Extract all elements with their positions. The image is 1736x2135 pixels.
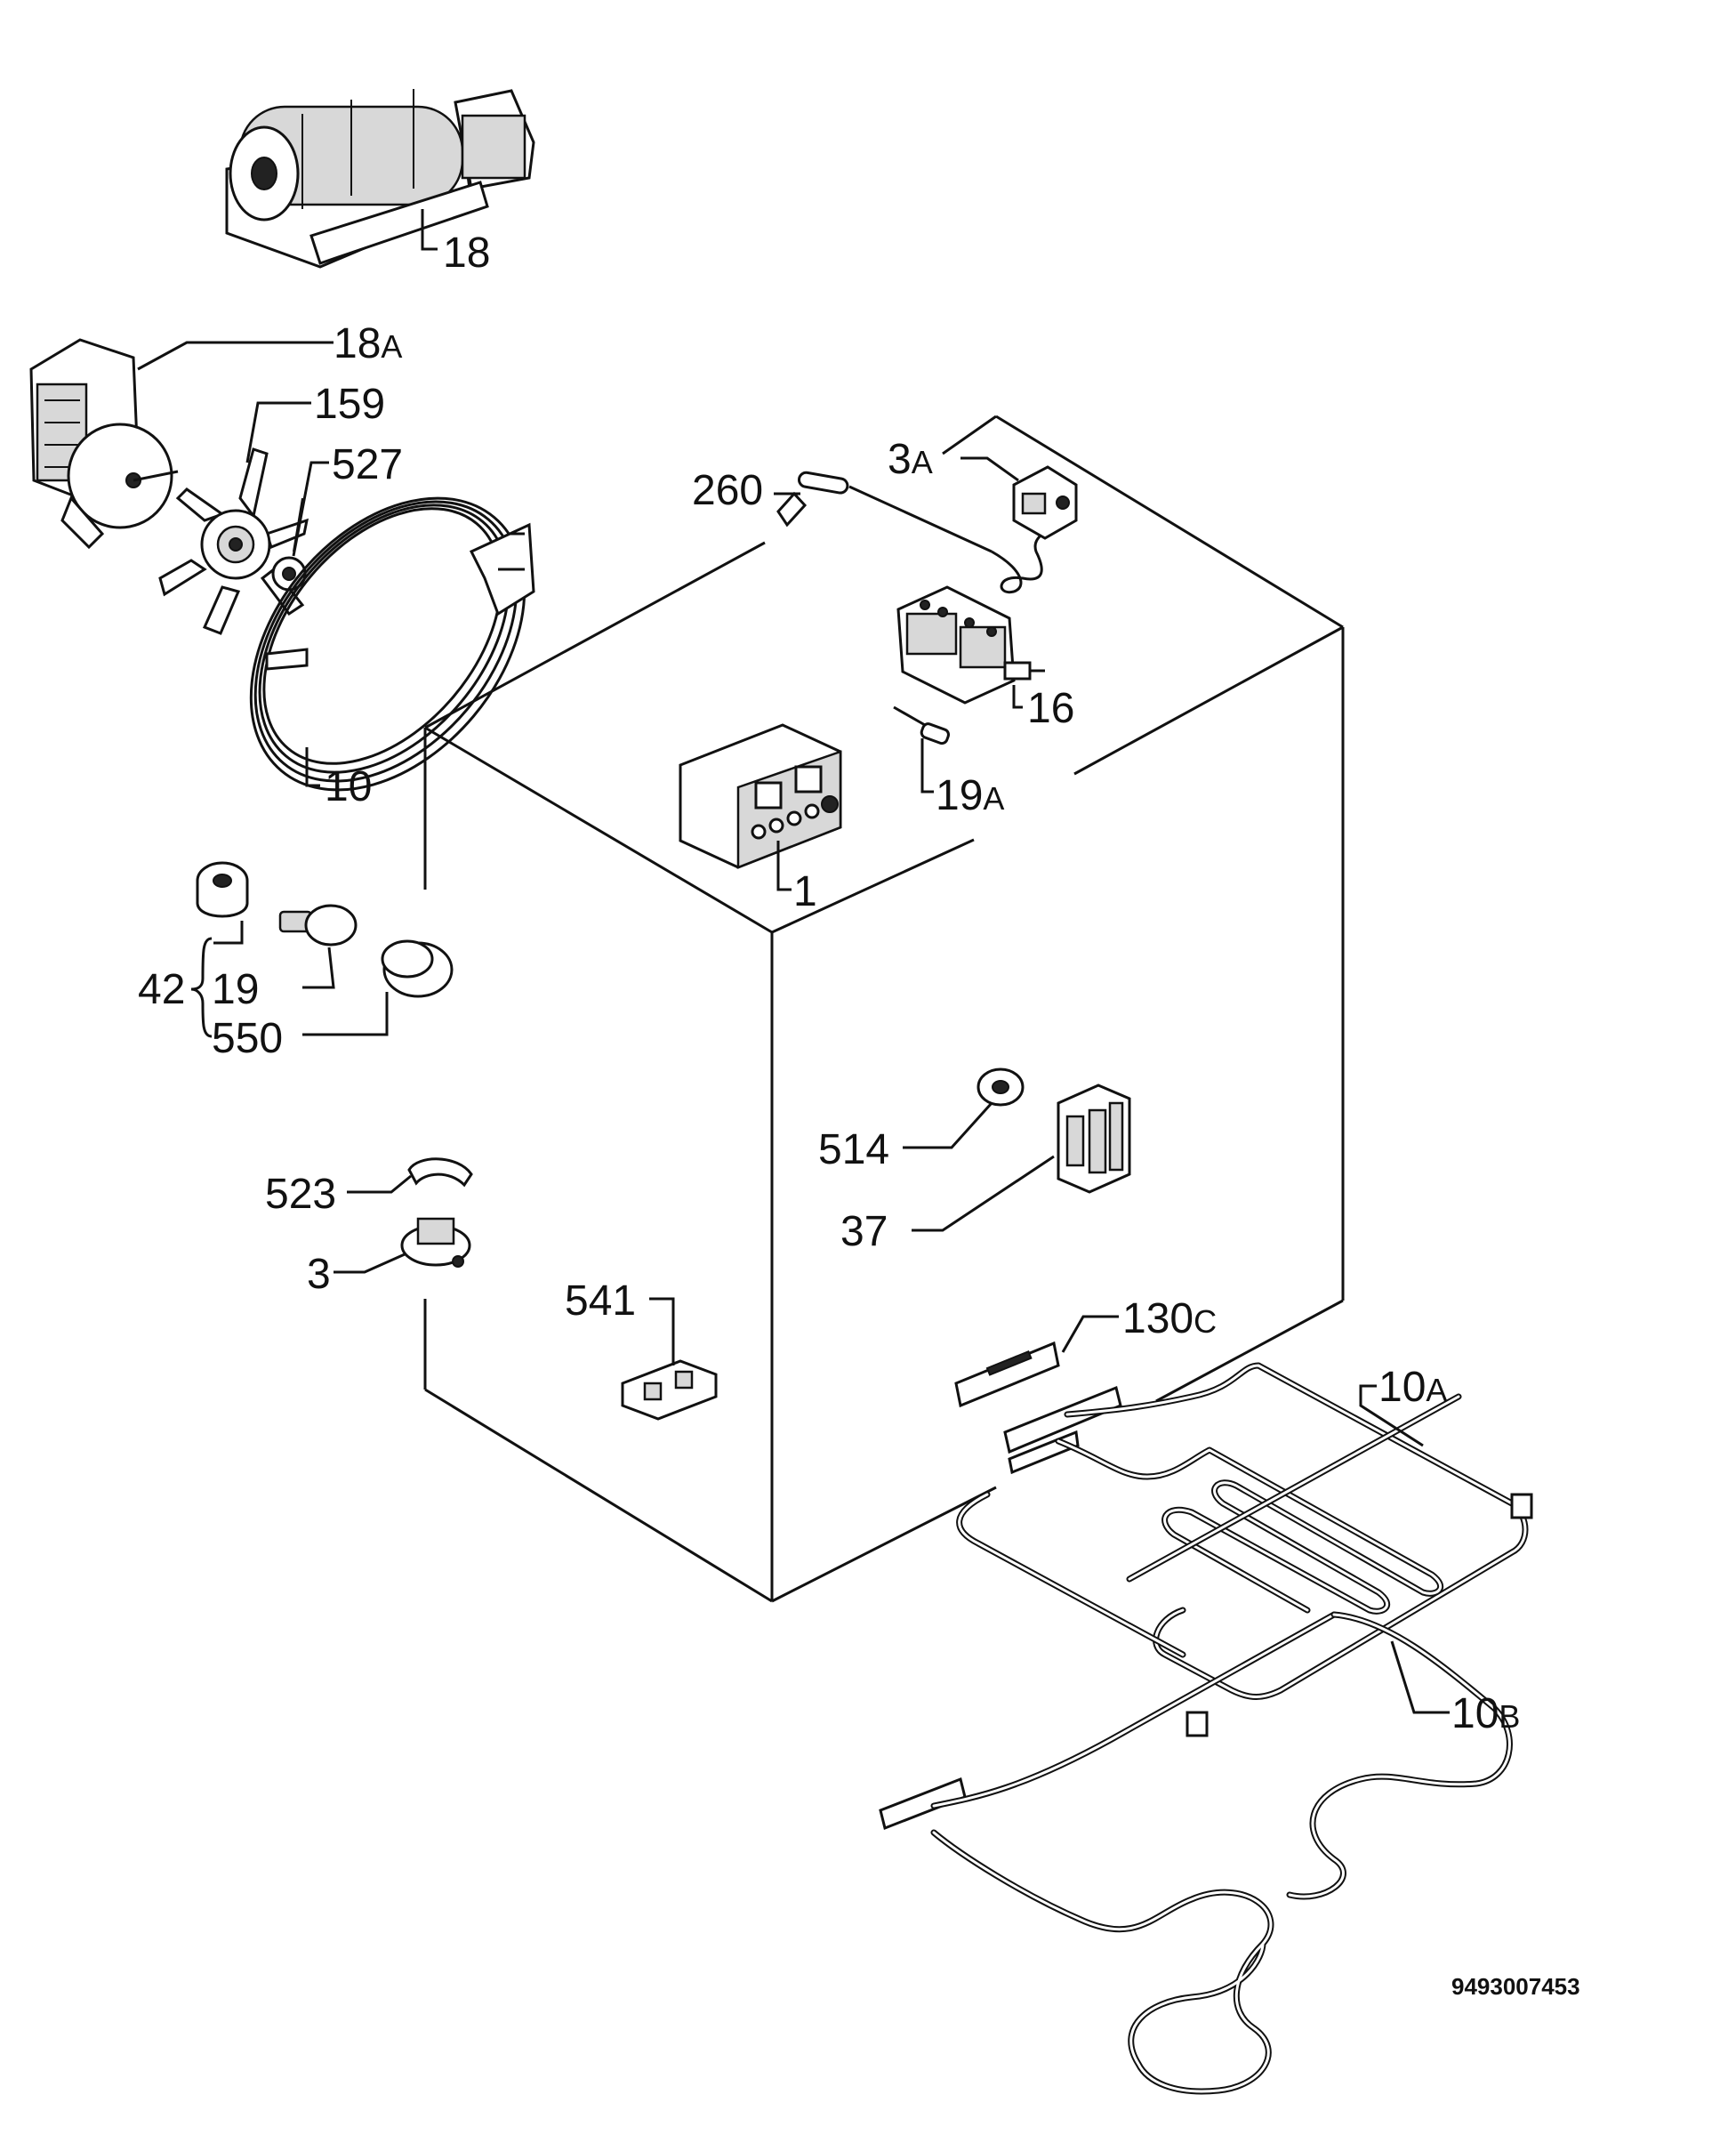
leader-10b <box>1390 1640 1450 1714</box>
leader-541 <box>649 1297 675 1366</box>
leader-514 <box>903 1101 993 1149</box>
leader-3a <box>960 456 1019 482</box>
callout-19a-suffix: A <box>983 780 1004 817</box>
callout-514: 514 <box>818 1126 889 1173</box>
callout-1: 1 <box>793 868 817 915</box>
callout-18a-number: 18 <box>334 320 381 367</box>
leader-10 <box>305 747 320 787</box>
lamp-cover-part-550 <box>381 939 454 998</box>
element-plate-part-130c <box>954 1341 1060 1408</box>
callout-3a: 3A <box>888 436 933 483</box>
callout-10a-number: 10 <box>1378 1364 1426 1411</box>
callout-3a-number: 3 <box>888 436 912 483</box>
callout-550: 550 <box>212 1015 283 1062</box>
callout-18a: 18A <box>334 320 402 367</box>
callout-3a-suffix: A <box>912 444 933 480</box>
grommet-part-514 <box>976 1068 1025 1107</box>
leader-527 <box>292 461 329 557</box>
electronic-timer-part-1 <box>679 723 842 869</box>
document-number: 9493007453 <box>1451 1973 1580 2000</box>
callout-10a: 10A <box>1378 1364 1447 1411</box>
terminal-block-part-37 <box>1057 1084 1131 1194</box>
callout-42: 42 <box>138 966 185 1013</box>
lamp-holder-part-42 <box>196 861 249 918</box>
callout-527: 527 <box>332 441 403 488</box>
callout-10b-suffix: B <box>1499 1698 1520 1735</box>
callout-10: 10 <box>325 763 372 810</box>
callout-541: 541 <box>565 1277 636 1325</box>
callout-10b: 10B <box>1451 1690 1520 1737</box>
callout-19: 19 <box>212 966 259 1013</box>
callout-19a-number: 19 <box>936 772 983 819</box>
bottom-element-part-10b <box>879 1611 1513 2095</box>
leader-18 <box>421 209 438 251</box>
callout-18: 18 <box>443 230 490 277</box>
callout-19a: 19A <box>936 772 1004 819</box>
leader-18a <box>137 341 334 371</box>
clip-part-523 <box>407 1157 473 1188</box>
callout-3: 3 <box>307 1251 331 1298</box>
callout-10b-number: 10 <box>1451 1690 1499 1737</box>
leader-3 <box>334 1253 406 1274</box>
leader-10a <box>1359 1384 1424 1447</box>
leader-130c <box>1061 1315 1119 1353</box>
connector-part-541 <box>621 1359 718 1421</box>
fan-motor-part-18a <box>29 338 179 550</box>
probe-part-260 <box>776 471 1051 594</box>
callout-260: 260 <box>692 467 763 514</box>
leader-16 <box>1012 685 1023 709</box>
callout-10a-suffix: A <box>1426 1372 1447 1408</box>
callout-130c-number: 130 <box>1122 1295 1194 1342</box>
tangential-fan-part-18 <box>225 89 535 269</box>
callout-18a-suffix: A <box>381 328 402 365</box>
leader-42 <box>213 921 244 945</box>
leader-523 <box>347 1174 412 1194</box>
circular-element-part-10 <box>249 496 535 792</box>
leader-19 <box>302 947 335 989</box>
callout-130c-suffix: C <box>1194 1303 1217 1340</box>
callout-16: 16 <box>1027 685 1074 732</box>
selector-switch-part-16 <box>896 585 1045 705</box>
leader-1 <box>776 841 792 891</box>
bracket-42 <box>190 937 213 1038</box>
callout-130c: 130C <box>1122 1295 1217 1342</box>
callout-37: 37 <box>840 1208 888 1255</box>
grill-element-part-10a <box>956 1362 1533 1737</box>
indicator-lamp-part-19a <box>893 705 951 745</box>
safety-thermostat-part-3 <box>400 1217 471 1268</box>
leader-37 <box>912 1155 1055 1232</box>
thermostat-part-3a <box>1012 465 1078 540</box>
leader-19a <box>920 738 934 794</box>
leader-159 <box>245 401 311 463</box>
oven-cabinet <box>423 415 1345 1603</box>
lamp-bulb-part-19 <box>278 904 358 947</box>
callout-159: 159 <box>314 381 385 428</box>
callout-523: 523 <box>265 1171 336 1218</box>
leader-550 <box>302 992 389 1036</box>
